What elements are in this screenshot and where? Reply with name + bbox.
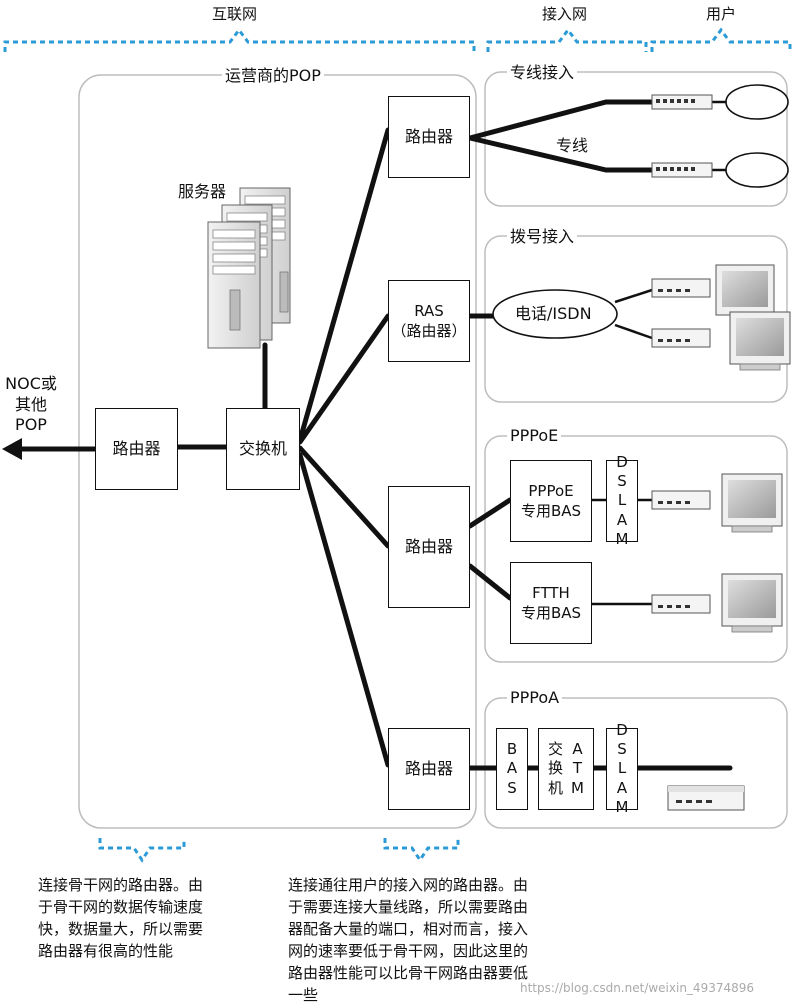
noc-label: NOC或 其他 POP [5,373,57,435]
pppoa-title: PPPoA [507,690,563,706]
dialup-modem-icon-1 [651,278,711,298]
monitor-icon-2 [729,311,791,371]
link-switch-router-leased [297,127,391,443]
ftth-modem-icon [651,594,711,614]
dialup-title: 拨号接入 [507,229,578,245]
dslam-letter: L [617,759,627,778]
phone-isdn-cloud [492,289,618,339]
user-header: 用户 [706,5,737,23]
leased-user-network-1 [725,84,789,120]
leased-modem-icon-2 [651,162,713,178]
dslam-letter: D [616,453,628,472]
server-rack-icon [207,187,291,349]
pppoe-panel [484,435,788,663]
link-switch-router-pppoa [297,452,391,768]
atm-switch-chinese-column: 交 换 机 [548,740,563,798]
note-line: 快，数据量大，所以需要 [38,920,204,938]
bas-letter: B [506,740,518,759]
user-brace [650,27,792,52]
link-leased-line-1 [467,99,655,141]
pppoa-modem-icon [667,785,745,811]
pop-title: 运营商的POP [222,68,324,84]
backbone-router-brace [98,838,186,863]
link-router-ftth-bas [467,563,513,601]
access-router-brace [383,838,460,863]
link-leased-line-2 [467,135,655,173]
dslam-letter: L [617,491,627,510]
internet-header: 互联网 [212,5,258,23]
link-cloud-modem-2 [614,323,653,340]
dslam-letter: S [617,472,627,491]
access-network-brace [486,27,648,52]
monitor-icon-4 [721,573,783,633]
leased-line-label: 专线 [556,136,589,155]
atm-letter: T [572,759,583,778]
backbone-router-note: 连接骨干网的路由器。由 于骨干网的数据传输速度 快，数据量大，所以需要 路由器有… [38,874,203,962]
note-line: 网的速率要低于骨干网，因此这里的 [288,942,529,960]
ras-router: RAS （路由器） [388,280,470,362]
core-switch: 交换机 [226,408,300,490]
pppoa-router: 路由器 [388,728,470,810]
pppoe-title: PPPoE [507,428,562,444]
servers-label: 服务器 [178,182,227,201]
ftth-bas: FTTH 专用BAS [510,562,592,644]
atm-switch-char: 交 [548,740,564,759]
atm-letter: A [572,740,583,759]
note-line: 路由器性能可以比骨干网路由器要低 [288,964,529,982]
note-line: 于需要连接大量线路，所以需要路由 [288,898,529,916]
access-router-note: 连接通往用户的接入网的路由器。由 于需要连接大量线路，所以需要路由 器配备大量的… [288,874,528,1004]
access-network-header: 接入网 [542,5,588,23]
link-router-pppoe-bas [467,497,513,529]
dslam-letter: M [615,797,629,816]
backbone-router: 路由器 [95,408,178,490]
dslam-letter: M [615,529,629,548]
pppoe-bas: PPPoE 专用BAS [510,460,592,542]
pppoa-bas: B A S [496,728,528,810]
link-cloud-modem-1 [614,288,653,304]
note-line: 连接通往用户的接入网的路由器。由 [288,876,529,894]
noc-arrowhead [2,438,22,460]
pppoe-router: 路由器 [388,486,470,608]
watermark: https://blog.csdn.net/weixin_49374896 [520,981,755,995]
note-line: 一些 [288,986,319,1004]
leased-line-title: 专线接入 [507,65,578,81]
atm-switch-char: 换 [548,759,564,778]
note-line: 连接骨干网的路由器。由 [38,876,204,894]
link-switch-ras [297,313,391,445]
bas-letter: A [506,759,518,778]
monitor-icon-3 [721,473,783,533]
monitor-icon-1 [715,264,775,320]
leased-modem-icon-1 [651,94,713,110]
phone-isdn-label: 电话/ISDN [515,304,592,323]
dslam-letter: A [616,510,628,529]
atm-letter: M [571,778,584,797]
pppoa-dslam: D S L A M [606,721,638,816]
bas-letter: S [507,778,517,797]
leased-line-router: 路由器 [388,96,470,178]
atm-letters-column: A T M [571,740,584,798]
dslam-letter: S [617,740,627,759]
link-switch-router-pppoe [297,445,391,549]
pppoe-modem-icon [651,490,711,510]
pppoa-atm-switch: 交 换 机 A T M [538,728,594,810]
pppoa-panel [484,697,788,829]
internet-brace [3,27,476,52]
note-line: 器配备大量的端口，相对而言，接入 [288,920,529,938]
note-line: 路由器有很高的性能 [38,942,174,960]
dialup-modem-icon-2 [651,328,711,348]
leased-user-network-2 [725,152,789,188]
atm-switch-char: 机 [548,778,564,797]
pppoe-dslam: D S L A M [606,453,638,548]
dslam-letter: D [616,721,628,740]
dslam-letter: A [616,778,628,797]
note-line: 于骨干网的数据传输速度 [38,898,204,916]
